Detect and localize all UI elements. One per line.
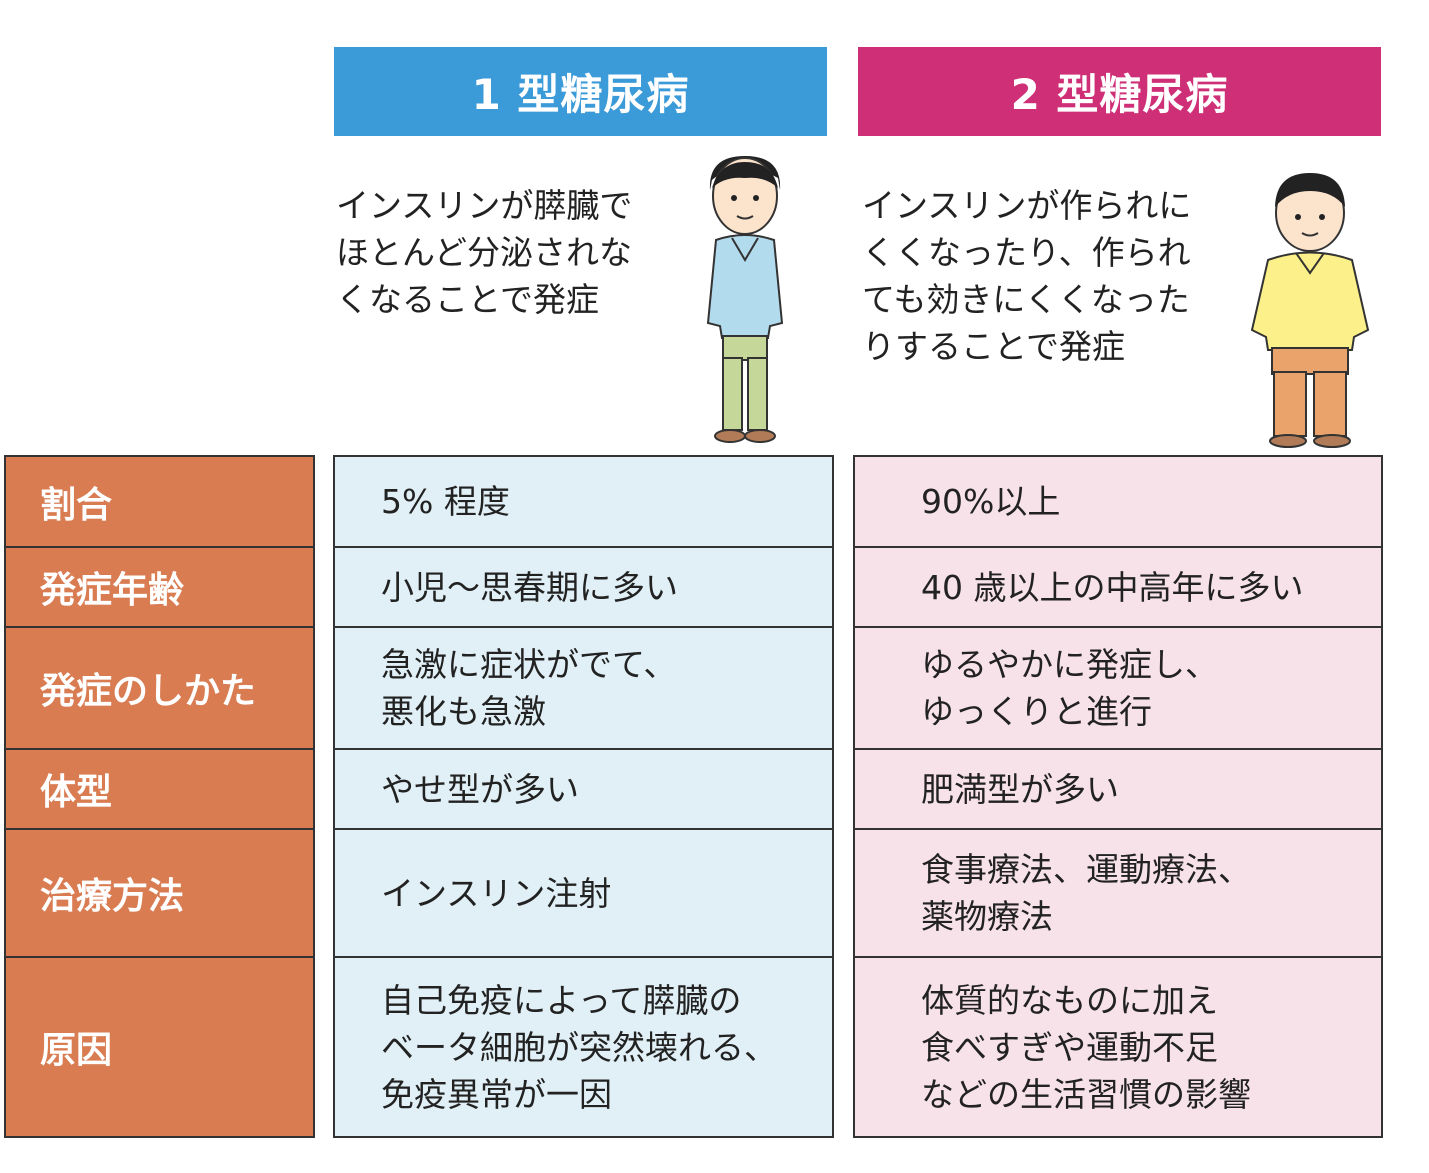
type1-description: インスリンが膵臓で ほとんど分泌されな くなることで発症 xyxy=(336,186,633,319)
slim-person-icon xyxy=(706,156,784,443)
type2-onset-manner-cell: ゆるやかに発症し、 ゆっくりと進行 xyxy=(853,626,1383,750)
type2-column: 90%以上 40 歳以上の中高年に多い ゆるやかに発症し、 ゆっくりと進行 肥満… xyxy=(853,455,1383,1138)
label-onset-manner: 発症のしかた xyxy=(4,626,315,750)
type2-ratio-cell: 90%以上 xyxy=(853,455,1383,548)
label-treatment: 治療方法 xyxy=(4,828,315,958)
type2-cause-cell: 体質的なものに加え 食べすぎや運動不足 などの生活習慣の影響 xyxy=(853,956,1383,1138)
type1-column: 5% 程度 小児～思春期に多い 急激に症状がでて、 悪化も急激 やせ型が多い イ… xyxy=(333,455,834,1138)
type1-treatment-cell: インスリン注射 xyxy=(333,828,834,958)
label-cause: 原因 xyxy=(4,956,315,1138)
type1-cause-cell: 自己免疫によって膵臓の ベータ細胞が突然壊れる、 免疫異常が一因 xyxy=(333,956,834,1138)
type1-onset-age-cell: 小児～思春期に多い xyxy=(333,546,834,628)
type2-onset-age-cell: 40 歳以上の中高年に多い xyxy=(853,546,1383,628)
type1-header: 1 型糖尿病 xyxy=(334,47,827,136)
type1-body-type-cell: やせ型が多い xyxy=(333,748,834,830)
type2-treatment-cell: 食事療法、運動療法、 薬物療法 xyxy=(853,828,1383,958)
type1-ratio-cell: 5% 程度 xyxy=(333,455,834,548)
type2-description: インスリンが作られに くくなったり、作られ ても効きにくくなった りすることで発… xyxy=(862,186,1192,366)
label-onset-age: 発症年齢 xyxy=(4,546,315,628)
row-label-column: 割合 発症年齢 発症のしかた 体型 治療方法 原因 xyxy=(4,455,315,1138)
type2-body-type-cell: 肥満型が多い xyxy=(853,748,1383,830)
type2-header: 2 型糖尿病 xyxy=(858,47,1381,136)
type1-onset-manner-cell: 急激に症状がでて、 悪化も急激 xyxy=(333,626,834,750)
heavy-person-icon xyxy=(1250,173,1370,448)
label-ratio: 割合 xyxy=(4,455,315,548)
label-body-type: 体型 xyxy=(4,748,315,830)
